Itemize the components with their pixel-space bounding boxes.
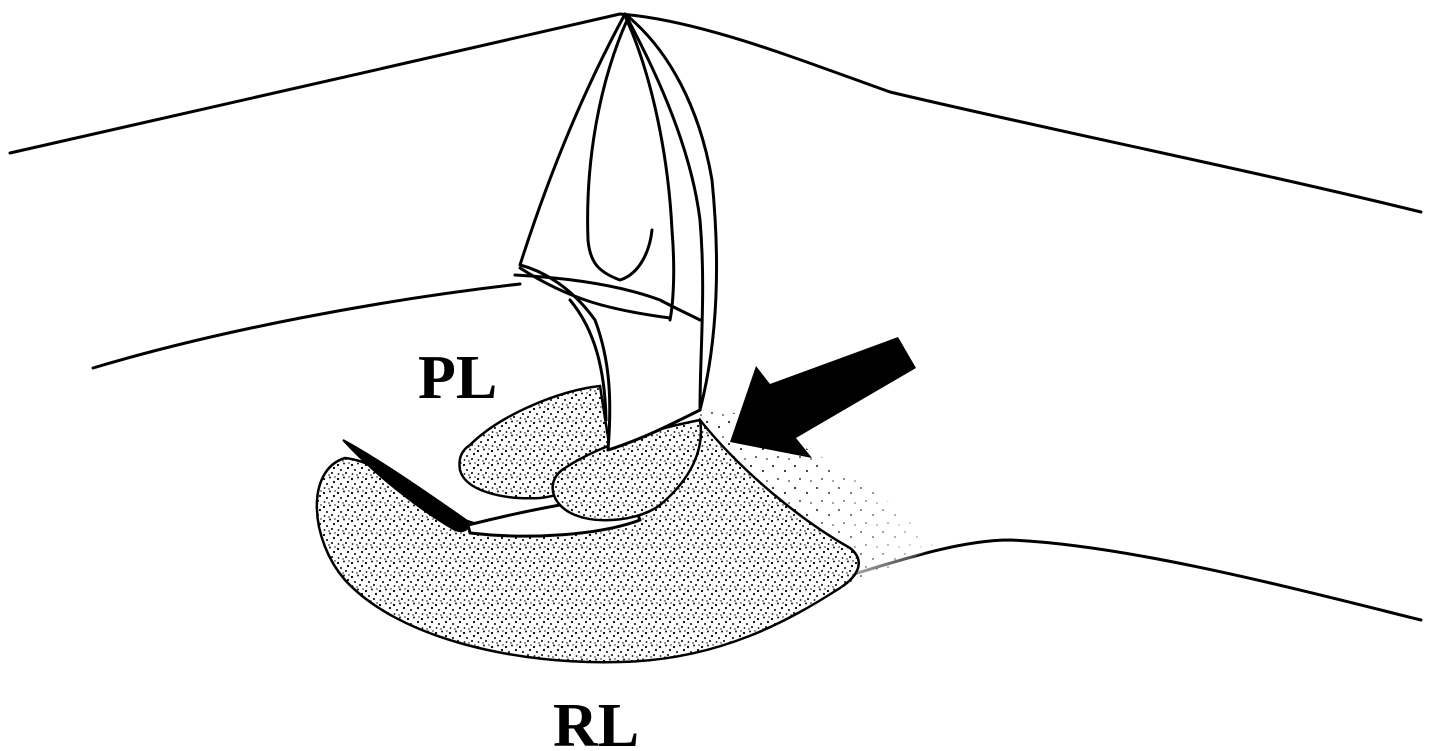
claw-outer bbox=[520, 14, 716, 450]
label-pl: PL bbox=[418, 344, 497, 412]
upper-contour bbox=[10, 14, 1421, 212]
label-rl: RL bbox=[553, 692, 639, 751]
arrow-left-down-icon bbox=[730, 337, 916, 458]
